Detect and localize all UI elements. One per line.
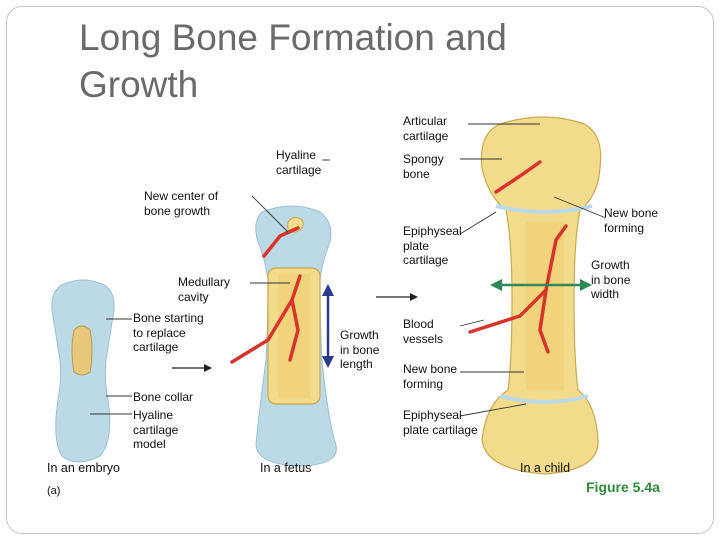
label-hyaline-cartilage-top: Hyaline cartilage — [276, 148, 321, 177]
growth-length-arrow — [322, 284, 334, 368]
label-growth-in-bone-length: Growth in bone length — [340, 328, 379, 372]
label-hyaline-cartilage-model: Hyaline cartilage model — [133, 408, 178, 452]
stage-child: In a child — [520, 461, 570, 475]
panel-label: (a) — [47, 485, 60, 497]
label-spongy-bone: Spongy bone — [403, 152, 444, 181]
label-blood-vessels: Blood vessels — [403, 317, 443, 346]
label-growth-in-bone-width: Growth in bone width — [591, 258, 630, 302]
label-new-bone-forming-top: New bone forming — [604, 206, 658, 235]
embryo-bone-collar — [72, 326, 92, 375]
label-epiphyseal-plate-cartilage-bottom: Epiphyseal plate cartilage — [403, 408, 478, 437]
stage-fetus: In a fetus — [260, 461, 311, 475]
embryo-bone — [52, 280, 114, 462]
label-medullary-cavity: Medullary cavity — [178, 275, 230, 304]
label-bone-starting-to-replace-cartilage: Bone starting to replace cartilage — [133, 311, 204, 355]
label-new-bone-forming-bottom: New bone forming — [403, 362, 457, 391]
label-articular-cartilage: Articular cartilage — [403, 114, 448, 143]
label-bone-collar: Bone collar — [133, 390, 193, 405]
stage-embryo: In an embryo — [47, 461, 120, 475]
figure-caption: Figure 5.4a — [586, 479, 660, 495]
label-epiphyseal-plate-cartilage-top: Epiphyseal plate cartilage — [403, 224, 462, 268]
label-new-center-of-bone-growth: New center of bone growth — [144, 189, 218, 218]
